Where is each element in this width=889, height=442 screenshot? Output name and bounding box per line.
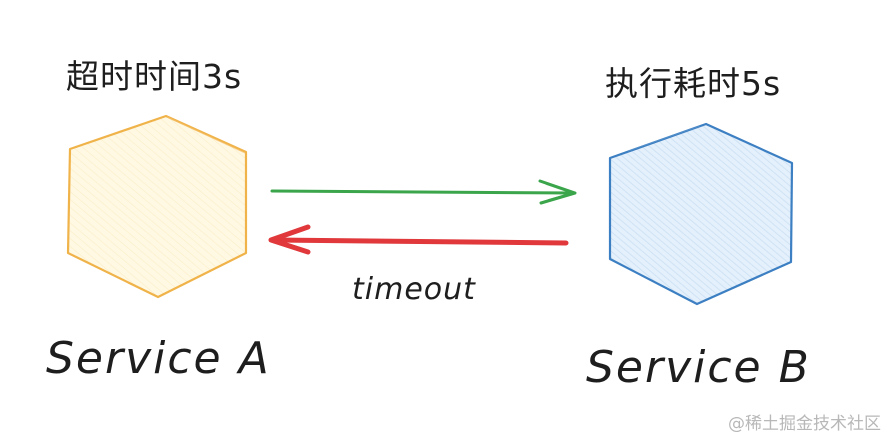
service-a-timeout-caption: 超时时间3s <box>66 57 243 96</box>
timeout-label: timeout <box>352 272 476 307</box>
request-arrow-icon <box>270 179 577 205</box>
service-b-duration-caption: 执行耗时5s <box>605 64 782 103</box>
service-a-hexagon-icon <box>66 114 248 299</box>
service-a-label: Service A <box>46 333 271 384</box>
service-b-label: Service B <box>586 342 811 393</box>
timeout-arrow-icon <box>268 224 569 255</box>
watermark: @稀土掘金技术社区 <box>728 414 881 434</box>
service-b-hexagon-icon <box>608 122 794 306</box>
